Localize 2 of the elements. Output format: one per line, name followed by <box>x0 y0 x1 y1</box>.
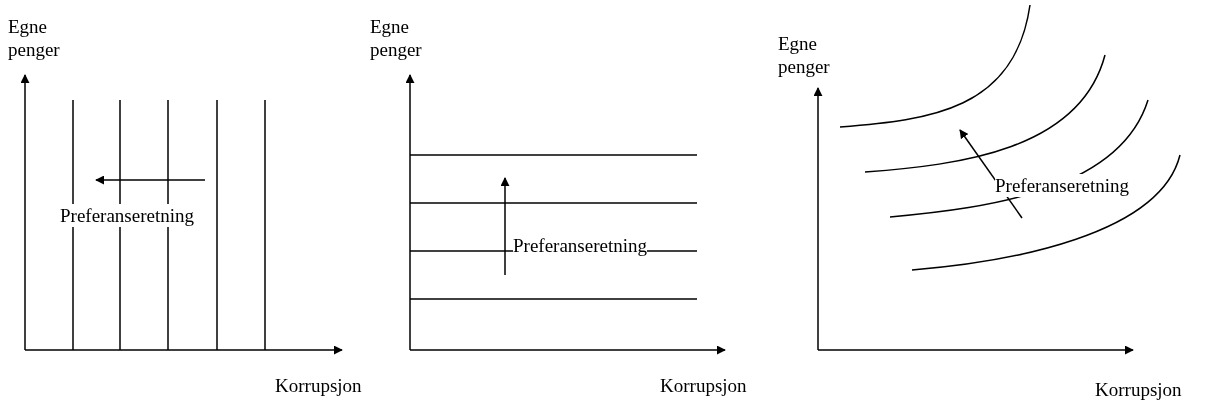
direction-label: Preferanseretning <box>60 204 194 227</box>
direction-label: Preferanseretning <box>995 174 1129 197</box>
